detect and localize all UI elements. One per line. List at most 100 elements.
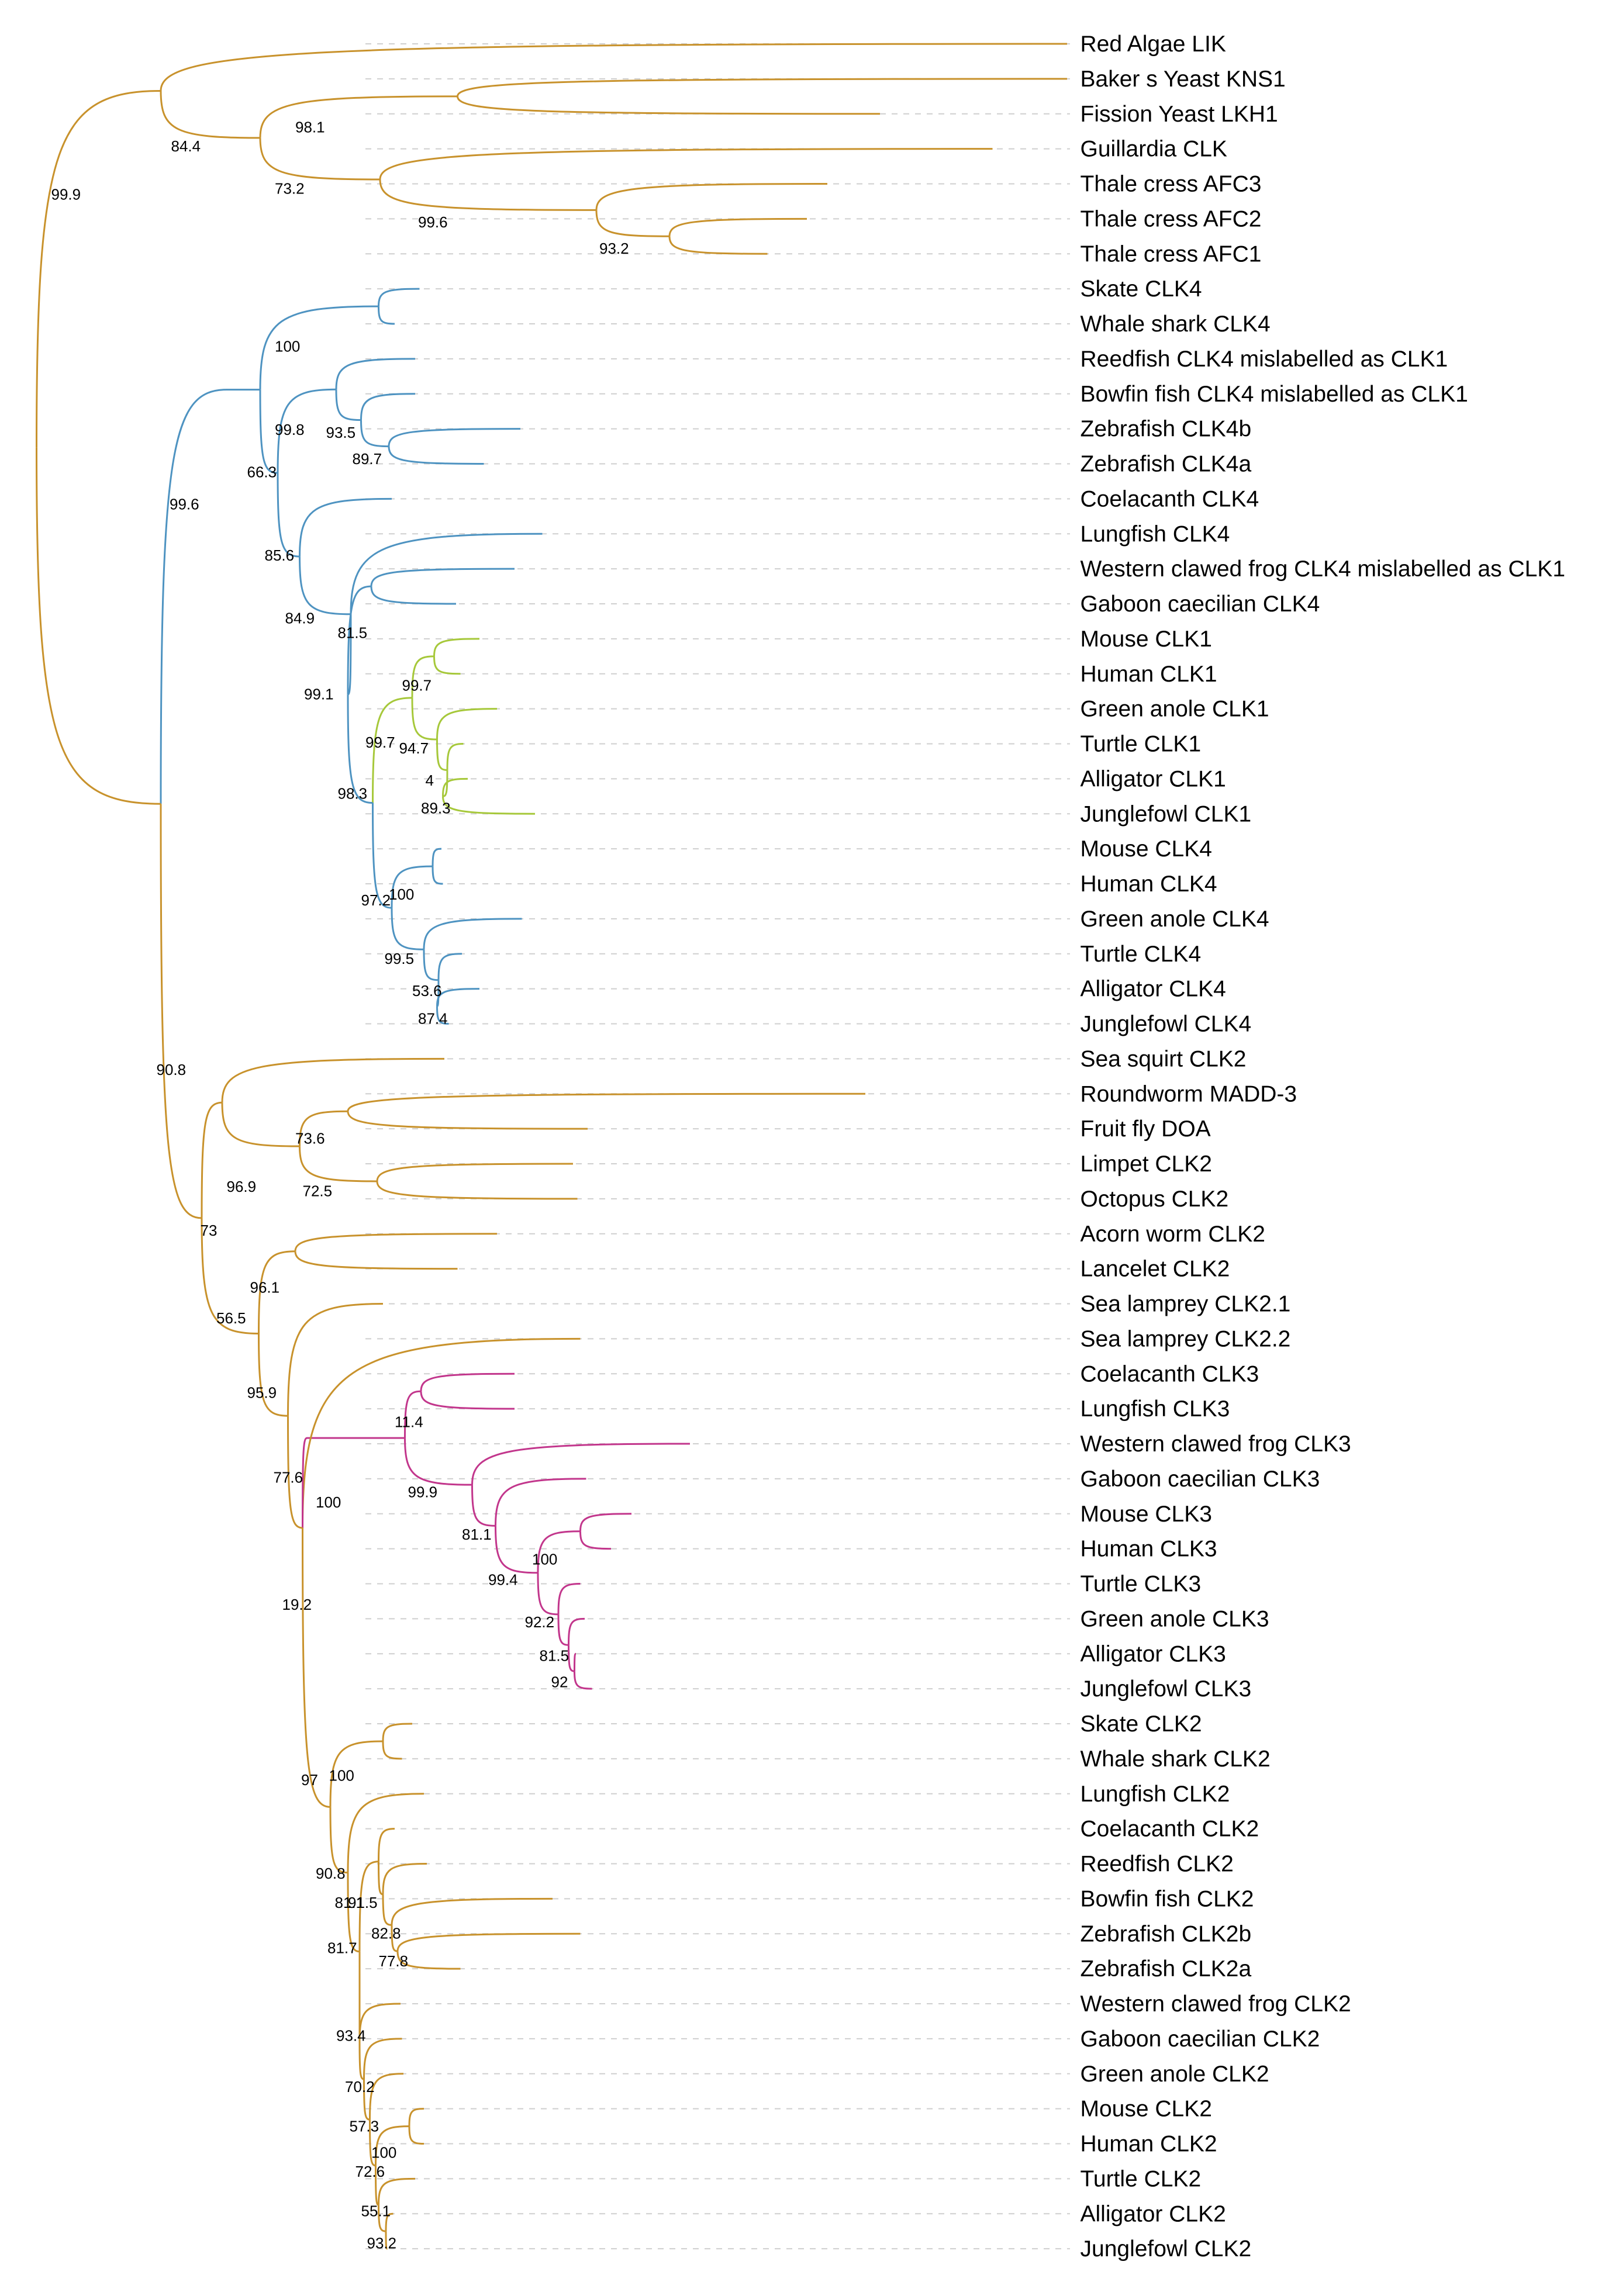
tree-branch [471, 1443, 691, 1485]
support-value-label: 90.8 [157, 1061, 187, 1078]
support-value-label: 73.6 [295, 1130, 325, 1147]
leaf-label: Western clawed frog CLK2 [1081, 1991, 1351, 2017]
support-value-label: 96.9 [227, 1178, 257, 1195]
tree-branch [557, 1583, 581, 1614]
tree-branch [378, 306, 395, 325]
support-value-label: 100 [275, 338, 300, 355]
tree-branch [595, 183, 828, 210]
leaf-label: Turtle CLK2 [1081, 2166, 1202, 2191]
support-value-label: 81.5 [540, 1647, 569, 1665]
tree-branch [457, 78, 1068, 97]
tree-branch [160, 804, 202, 1219]
support-value-label: 72.5 [303, 1182, 333, 1200]
leaf-label: Mouse CLK3 [1081, 1502, 1212, 1527]
tree-branch [382, 1741, 402, 1760]
tree-branch [668, 217, 807, 237]
leaf-label: Gaboon caecilian CLK2 [1081, 2027, 1320, 2052]
support-value-label: 99.5 [385, 950, 415, 967]
leaf-label: Green anole CLK3 [1081, 1606, 1269, 1631]
leaf-label: Turtle CLK1 [1081, 732, 1202, 757]
tree-branches [36, 43, 1068, 2250]
leaf-label: Lancelet CLK2 [1081, 1257, 1230, 1282]
support-value-label: 56.5 [216, 1309, 246, 1327]
support-value-label: 99.1 [304, 686, 334, 703]
tree-branch [287, 1416, 303, 1529]
support-value-label: 81.1 [335, 1894, 365, 1911]
tree-branch [408, 2126, 424, 2145]
tree-branch [574, 1652, 577, 1672]
leaf-label: Lungfish CLK3 [1081, 1396, 1230, 1422]
leaf-label: Roundworm MADD-3 [1081, 1081, 1297, 1106]
leaf-label: Baker s Yeast KNS1 [1081, 67, 1286, 92]
tree-branch [379, 179, 597, 211]
tree-branch [370, 586, 457, 605]
tree-branch [299, 497, 392, 557]
tree-branch [391, 908, 424, 950]
tree-branch [471, 1485, 496, 1527]
leaf-label: Red Algae LIK [1081, 32, 1226, 57]
support-value-label: 99.6 [418, 213, 448, 231]
tree-branch [372, 803, 392, 909]
tree-branch [404, 1390, 422, 1439]
support-value-label: 87.4 [418, 1010, 448, 1028]
tree-branch [363, 2079, 370, 2121]
tree-branch [347, 1872, 360, 1953]
leaf-label: Sea lamprey CLK2.2 [1081, 1326, 1291, 1351]
tree-branch [358, 2041, 364, 2080]
tree-branch [378, 2205, 386, 2232]
support-value-label: 100 [532, 1551, 557, 1568]
leaf-label: Turtle CLK3 [1081, 1572, 1202, 1597]
tree-branch [391, 865, 433, 908]
leaf-label: Junglefowl CLK4 [1081, 1012, 1252, 1037]
tree-branch [221, 1102, 300, 1147]
leaf-label: Thale cress AFC2 [1081, 206, 1262, 231]
leaf-label: Human CLK3 [1081, 1537, 1217, 1562]
tree-branch [378, 2177, 416, 2205]
tree-branch [259, 95, 458, 138]
tree-branch [382, 1863, 427, 1894]
leaf-label: Reedfish CLK4 mislabelled as CLK1 [1081, 347, 1448, 372]
tree-branch [36, 89, 161, 448]
tree-branch [457, 96, 881, 115]
leaf-label: Fruit fly DOA [1081, 1116, 1211, 1142]
leaf-label: Zebrafish CLK2b [1081, 1921, 1252, 1946]
leaf-label: Zebrafish CLK4b [1081, 417, 1252, 442]
support-value-label: 100 [389, 886, 414, 903]
support-value-label: 99.6 [170, 496, 199, 513]
tree-branch [329, 1740, 384, 1807]
support-value-label: 100 [329, 1767, 354, 1785]
tree-branch [382, 1723, 413, 1741]
leaf-label: Gaboon caecilian CLK4 [1081, 592, 1320, 617]
leaf-label: Bowfin fish CLK2 [1081, 1886, 1254, 1911]
tree-branch [385, 2231, 388, 2250]
tree-branch [579, 1513, 632, 1531]
leaf-label: Skate CLK4 [1081, 276, 1202, 302]
tree-branch [277, 388, 337, 473]
support-value-label: 73.2 [275, 180, 305, 198]
support-value-label: 99.9 [408, 1484, 438, 1501]
support-value-label: 93.5 [326, 424, 356, 441]
tree-branch [396, 1951, 461, 1970]
support-value-label: 95.9 [247, 1384, 277, 1402]
support-value-label: 81.1 [462, 1526, 492, 1543]
tree-branch [160, 43, 1068, 91]
tree-branch [259, 305, 379, 390]
tree-branch [299, 1110, 348, 1147]
support-value-label: 84.4 [171, 137, 201, 155]
tree-branch [391, 1897, 553, 1925]
tree-branch [347, 585, 372, 695]
tree-branch [369, 2073, 404, 2120]
leaf-label: Skate CLK2 [1081, 1711, 1202, 1737]
support-value-label: 73 [201, 1222, 218, 1239]
tree-branch [378, 288, 420, 307]
support-value-label: 70.2 [345, 2078, 375, 2096]
leaf-label: Green anole CLK1 [1081, 697, 1269, 722]
leaf-label: Gaboon caecilian CLK3 [1081, 1467, 1320, 1492]
tree-branch [376, 1181, 578, 1200]
support-value-label: 89.7 [353, 450, 382, 468]
support-value-label: 81.5 [338, 624, 368, 642]
support-value-label: 72.6 [355, 2163, 385, 2180]
tree-branch [360, 393, 416, 420]
